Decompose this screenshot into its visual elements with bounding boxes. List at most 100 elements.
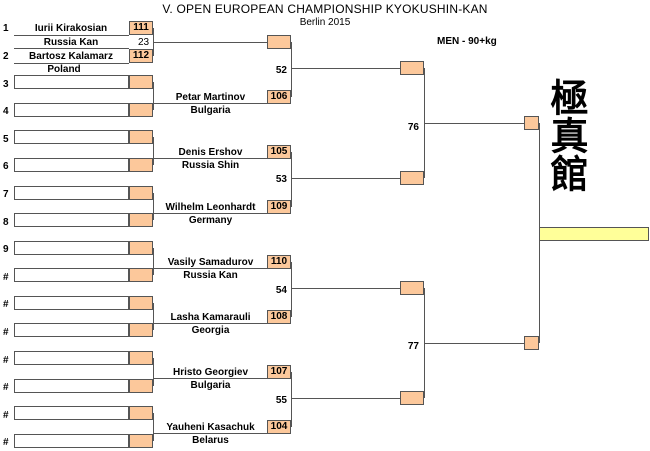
slot-line xyxy=(425,123,524,124)
empty-slot xyxy=(14,130,129,144)
seed-4: 4 xyxy=(3,106,9,117)
empty-slot xyxy=(14,186,129,200)
seed-9: 9 xyxy=(3,244,9,255)
competitor-country: Russia Kan xyxy=(183,270,238,281)
slot-line xyxy=(154,103,267,104)
empty-slot xyxy=(14,103,129,117)
slot-line xyxy=(154,378,267,379)
seed-7: 7 xyxy=(3,189,9,200)
bracket-connector xyxy=(291,262,292,317)
match-number: 23 xyxy=(138,37,150,48)
competitor-name: Bartosz Kalamarz xyxy=(29,51,113,62)
seed-3: 3 xyxy=(3,79,9,90)
seed-15: # xyxy=(3,410,9,421)
competitor-name: Denis Ershov xyxy=(178,147,243,158)
slot-line xyxy=(292,398,400,399)
seed-10: # xyxy=(3,272,9,283)
score-box xyxy=(400,171,424,185)
slot-line xyxy=(154,158,267,159)
seed-14: # xyxy=(3,382,9,393)
kyokushin-calligraphy-logo: 極真館 xyxy=(544,78,592,192)
slot-line xyxy=(154,433,267,434)
slot-line xyxy=(154,268,267,269)
match-number: 52 xyxy=(275,65,287,76)
seed-5: 5 xyxy=(3,134,9,145)
competitor-country: Russia Kan xyxy=(43,37,99,48)
event-title: V. OPEN EUROPEAN CHAMPIONSHIP KYOKUSHIN-… xyxy=(162,2,488,16)
empty-slot xyxy=(14,379,129,393)
score-box xyxy=(129,103,153,117)
competitor-name: Petar Martinov xyxy=(175,92,246,103)
score-box xyxy=(129,268,153,282)
empty-slot xyxy=(14,268,129,282)
score-box xyxy=(129,158,153,172)
empty-slot xyxy=(14,323,129,337)
seed-2: 2 xyxy=(3,51,9,62)
competitor-name: Lasha Kamarauli xyxy=(170,312,251,323)
score-box: 110 xyxy=(267,255,291,269)
seed-16: # xyxy=(3,437,9,448)
bracket-connector xyxy=(153,413,154,441)
score-box xyxy=(129,186,153,200)
champion-box xyxy=(539,227,649,241)
competitor-country: Bulgaria xyxy=(190,380,231,391)
competitor-country: Belarus xyxy=(192,435,229,446)
slot-line xyxy=(154,42,267,43)
bracket-connector xyxy=(291,152,292,207)
score-box: 112 xyxy=(129,49,153,63)
empty-slot xyxy=(14,75,129,89)
seed-8: 8 xyxy=(3,217,9,228)
slot-line xyxy=(292,288,400,289)
score-box xyxy=(267,35,291,49)
weight-category: MEN - 90+kg xyxy=(437,36,497,47)
score-box: 104 xyxy=(267,420,291,434)
empty-slot xyxy=(14,434,129,448)
competitor-name: Wilhelm Leonhardt xyxy=(165,202,256,213)
score-box xyxy=(129,75,153,89)
score-box: 108 xyxy=(267,310,291,324)
slot-line xyxy=(14,63,129,64)
seed-6: 6 xyxy=(3,161,9,172)
seed-11: # xyxy=(3,299,9,310)
empty-slot xyxy=(14,296,129,310)
score-box xyxy=(400,61,424,75)
bracket-connector xyxy=(153,137,154,165)
logo-char-1: 極真館 xyxy=(544,78,589,192)
competitor-name: Hristo Georgiev xyxy=(172,367,249,378)
competitor-country: Georgia xyxy=(191,325,230,336)
competitor-name: Iurii Kirakosian xyxy=(34,23,108,34)
competitor-name: Vasily Samadurov xyxy=(167,257,254,268)
bracket-connector xyxy=(153,303,154,330)
slot-line xyxy=(425,343,524,344)
match-number: 77 xyxy=(407,341,419,352)
match-number: 76 xyxy=(407,122,419,133)
score-box: 111 xyxy=(129,21,153,35)
score-box xyxy=(129,241,153,255)
score-box: 107 xyxy=(267,365,291,379)
score-box xyxy=(400,281,424,295)
slot-line xyxy=(14,48,129,49)
score-box xyxy=(129,130,153,144)
competitor-country: Germany xyxy=(188,215,233,226)
bracket-connector xyxy=(424,288,425,398)
empty-slot xyxy=(14,158,129,172)
score-box xyxy=(129,406,153,420)
match-number: 55 xyxy=(275,395,287,406)
bracket-connector xyxy=(291,42,292,97)
score-box xyxy=(400,391,424,405)
slot-line xyxy=(154,213,267,214)
competitor-country: Russia Shin xyxy=(181,160,240,171)
empty-slot xyxy=(14,406,129,420)
score-box xyxy=(129,213,153,227)
bracket-connector xyxy=(153,193,154,220)
seed-1: 1 xyxy=(3,23,9,34)
score-box xyxy=(129,434,153,448)
slot-line xyxy=(292,178,400,179)
empty-slot xyxy=(14,241,129,255)
slot-line xyxy=(14,35,129,36)
score-box: 105 xyxy=(267,145,291,159)
seed-12: # xyxy=(3,327,9,338)
slot-line xyxy=(292,68,400,69)
competitor-country: Bulgaria xyxy=(190,105,231,116)
bracket-connector xyxy=(153,28,154,56)
